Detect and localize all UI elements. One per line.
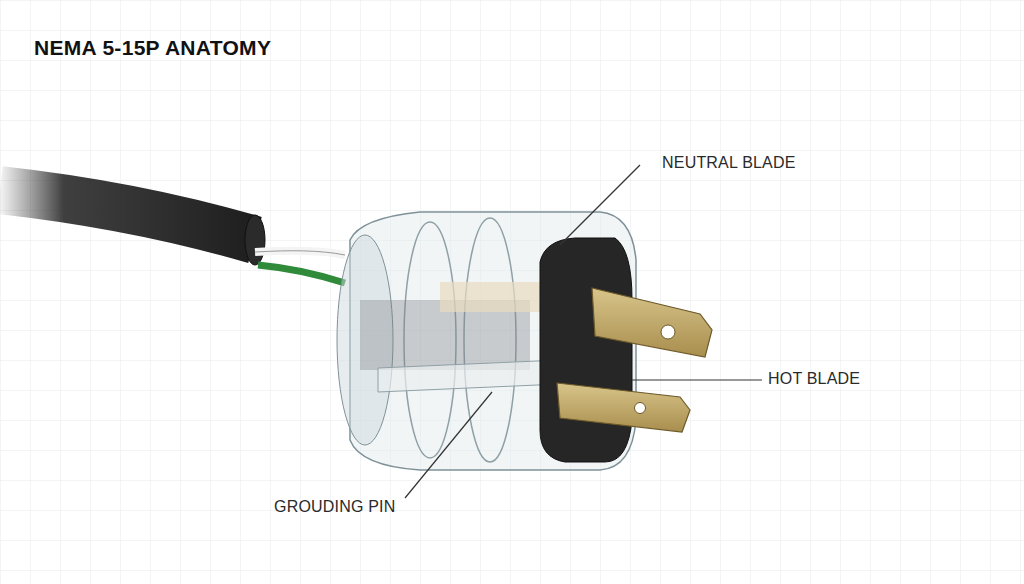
part-label: GROUDING PIN [274, 498, 396, 516]
leader-line [632, 379, 762, 380]
leader-line [560, 165, 640, 245]
diagram-title: NEMA 5-15P ANATOMY [34, 36, 271, 60]
hot-blade [557, 383, 690, 432]
neutral-wire [255, 251, 345, 255]
plug-face [540, 238, 632, 462]
ground-wire [258, 265, 345, 283]
leader-line [405, 392, 492, 498]
cord-end [245, 215, 265, 265]
blade-hole [661, 325, 675, 339]
part-label: NEUTRAL BLADE [662, 154, 796, 172]
plug-housing [350, 212, 636, 470]
housing-clip [378, 360, 560, 392]
neutral-wire-edge [255, 251, 345, 255]
part-label: HOT BLADE [768, 370, 860, 388]
inner-terminal [440, 282, 550, 312]
neutral-blade [592, 288, 712, 357]
power-cord [0, 190, 255, 240]
blade-hole [635, 403, 646, 414]
